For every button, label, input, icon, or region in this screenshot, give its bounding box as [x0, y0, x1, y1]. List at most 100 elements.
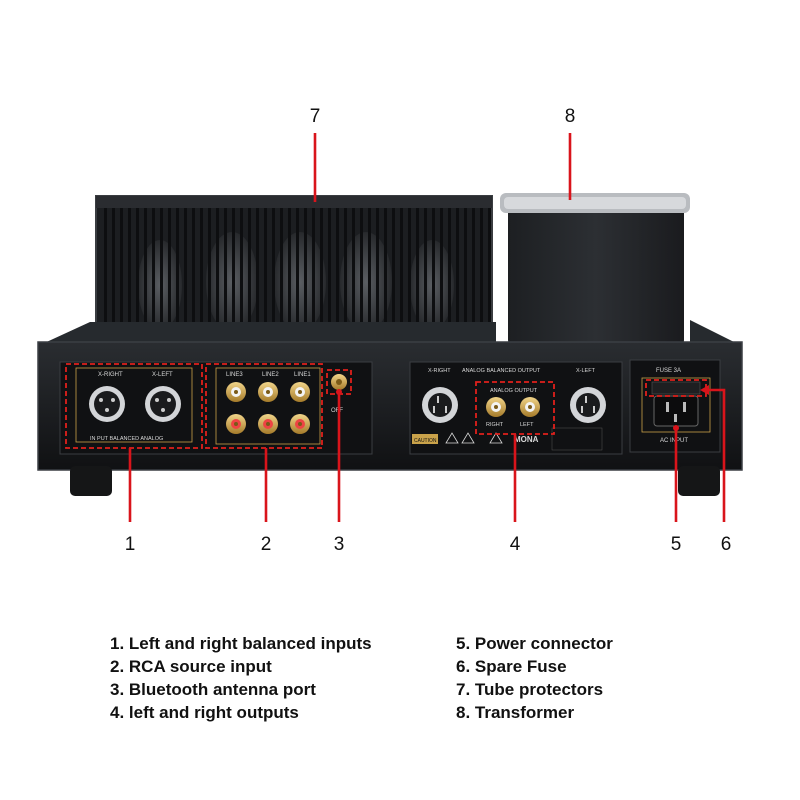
cage-bar	[216, 206, 219, 340]
cage-bar	[112, 206, 115, 340]
cage-bar	[392, 206, 395, 340]
cage-bar	[288, 206, 291, 340]
callout-number-3: 3	[333, 534, 345, 555]
cage-bar	[136, 206, 139, 340]
rca-inputs	[226, 382, 310, 434]
cage-bar	[280, 206, 283, 340]
out-header-right: X-RIGHT	[428, 368, 451, 374]
callout-number-2: 2	[260, 534, 272, 555]
power-connector[interactable]	[653, 395, 699, 427]
rca-input-jack[interactable]	[226, 414, 246, 434]
rca-output-left[interactable]	[520, 397, 540, 417]
legend-right: 5. Power connector 6. Spare Fuse 7. Tube…	[456, 632, 613, 724]
cage-bar	[312, 206, 315, 340]
cage-bar	[472, 206, 475, 340]
xlr-output-left[interactable]	[570, 387, 606, 423]
cage-bar	[264, 206, 267, 340]
xlr-input-right[interactable]	[89, 386, 125, 422]
rca-input-jack[interactable]	[290, 382, 310, 402]
ac-input-label: AC INPUT	[660, 438, 688, 444]
line1-label: LINE1	[294, 372, 311, 378]
cage-bar	[128, 206, 131, 340]
cage-bar	[160, 206, 163, 340]
cage-bar	[256, 206, 259, 340]
tube-cage	[95, 195, 493, 343]
out-right-label: RIGHT	[486, 422, 504, 428]
arrowhead-6	[700, 385, 709, 395]
warning-icon	[445, 432, 503, 444]
callout-number-7: 7	[309, 106, 321, 127]
foot-left	[70, 466, 112, 496]
rca-output-right[interactable]	[486, 397, 506, 417]
cage-bar	[176, 206, 179, 340]
cage-bar	[432, 206, 435, 340]
highlight-balanced-inputs	[65, 363, 203, 449]
cage-bar	[168, 206, 171, 340]
cage-bars	[104, 206, 491, 340]
cage-bar	[328, 206, 331, 340]
caution-label: CAUTION	[414, 438, 437, 444]
foot-right	[678, 466, 720, 496]
cage-bar	[232, 206, 235, 340]
cage-bar	[120, 206, 123, 340]
cage-bar	[384, 206, 387, 340]
bluetooth-antenna-port[interactable]	[331, 374, 347, 390]
input-panel: X-RIGHT X-LEFT IN PUT BALANCED ANALOG LI…	[59, 361, 373, 455]
rca-input-jack[interactable]	[258, 382, 278, 402]
callout-number-6: 6	[720, 534, 732, 555]
analog-output-label: ANALOG OUTPUT	[490, 388, 538, 394]
callout-endpoints	[336, 385, 709, 431]
cage-bar	[464, 206, 467, 340]
legend-item: 2. RCA source input	[110, 657, 272, 676]
cage-bar	[488, 206, 491, 340]
rca-input-jack[interactable]	[290, 414, 310, 434]
legend-item: 8. Transformer	[456, 703, 575, 722]
legend-item: 3. Bluetooth antenna port	[110, 680, 316, 699]
cage-bar	[440, 206, 443, 340]
bt-off-label: OFF	[331, 408, 343, 414]
cage-bar	[344, 206, 347, 340]
rca-input-jack[interactable]	[258, 414, 278, 434]
cage-bar	[368, 206, 371, 340]
cage-bar	[272, 206, 275, 340]
cage-bar	[416, 206, 419, 340]
cage-bar	[400, 206, 403, 340]
callout-number-5: 5	[670, 534, 682, 555]
callout-number-1: 1	[124, 534, 136, 555]
cage-bar	[448, 206, 451, 340]
transformer	[500, 193, 690, 346]
cage-bar	[144, 206, 147, 340]
cage-bar	[360, 206, 363, 340]
xlr-output-right[interactable]	[422, 387, 458, 423]
cage-bar	[408, 206, 411, 340]
cage-bar	[152, 206, 155, 340]
highlight-rca-inputs	[205, 363, 323, 449]
cage-bar	[376, 206, 379, 340]
line2-label: LINE2	[262, 372, 279, 378]
rca-input-jack[interactable]	[226, 382, 246, 402]
cage-bar	[192, 206, 195, 340]
xlr-in-caption: IN PUT BALANCED ANALOG	[90, 436, 163, 442]
line3-label: LINE3	[226, 372, 243, 378]
legend-item: 7. Tube protectors	[456, 680, 604, 699]
legend-item: 4. left and right outputs	[110, 703, 299, 722]
legend-item: 6. Spare Fuse	[456, 657, 567, 676]
cage-bar	[424, 206, 427, 340]
callout-line-6	[706, 388, 726, 522]
out-left-label: LEFT	[520, 422, 534, 428]
xlr-in-right-label: X-RIGHT	[98, 372, 123, 378]
callout-lines	[128, 133, 726, 522]
legend-item: 1. Left and right balanced inputs	[110, 634, 372, 653]
cage-bar	[352, 206, 355, 340]
cage-bar	[296, 206, 299, 340]
fuse-label: FUSE 3A	[656, 368, 681, 374]
cage-bar	[248, 206, 251, 340]
xlr-input-left[interactable]	[145, 386, 181, 422]
spare-fuse-drawer[interactable]	[651, 381, 701, 395]
out-header-left: X-LEFT	[576, 368, 596, 374]
callout-number-8: 8	[564, 106, 576, 127]
brand-logo: MONA	[514, 435, 539, 444]
xlr-in-left-label: X-LEFT	[152, 372, 173, 378]
cage-bar	[208, 206, 211, 340]
